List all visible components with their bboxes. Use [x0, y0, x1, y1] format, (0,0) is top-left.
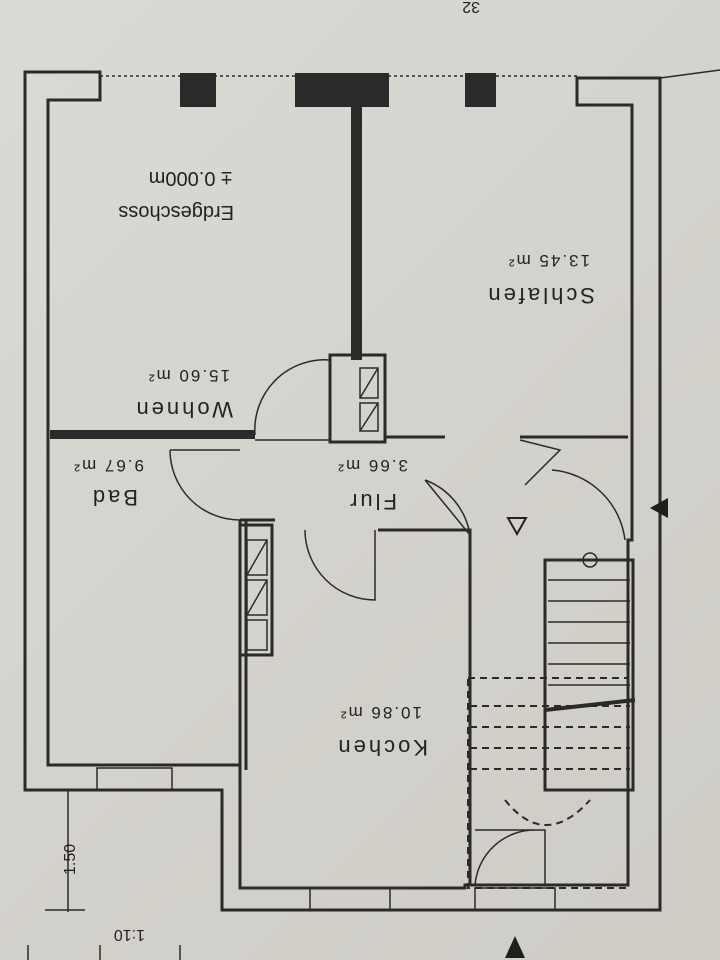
staircase [467, 552, 636, 889]
walls [23, 69, 720, 912]
dimension-line [45, 789, 85, 912]
floor-name: Erdgeschoss [118, 201, 234, 223]
dimension-label: 1.50 [62, 844, 79, 875]
room-schlafen-name: Schlafen [485, 283, 595, 308]
room-wohnen-name: Wohnen [133, 397, 233, 422]
scale-bar [27, 945, 181, 960]
scale-fragment: 1:10 [114, 926, 145, 943]
room-bad-area: 9.67 m² [72, 456, 144, 475]
entrance-marker-right [650, 498, 668, 518]
level-marker [506, 517, 528, 537]
page-number: 32 [462, 0, 480, 15]
room-bad-name: Bad [90, 485, 138, 510]
room-schlafen-area: 13.45 m² [507, 251, 590, 270]
room-kochen-area: 10.86 m² [339, 703, 422, 722]
room-kochen-name: Kochen [335, 735, 428, 760]
floor-level: ± 0.000m [149, 167, 232, 189]
room-flur-name: Flur [347, 489, 397, 514]
room-flur-area: 3.66 m² [336, 456, 408, 475]
entrance-marker-bottom [505, 936, 525, 958]
room-wohnen-area: 15.60 m² [147, 366, 230, 385]
